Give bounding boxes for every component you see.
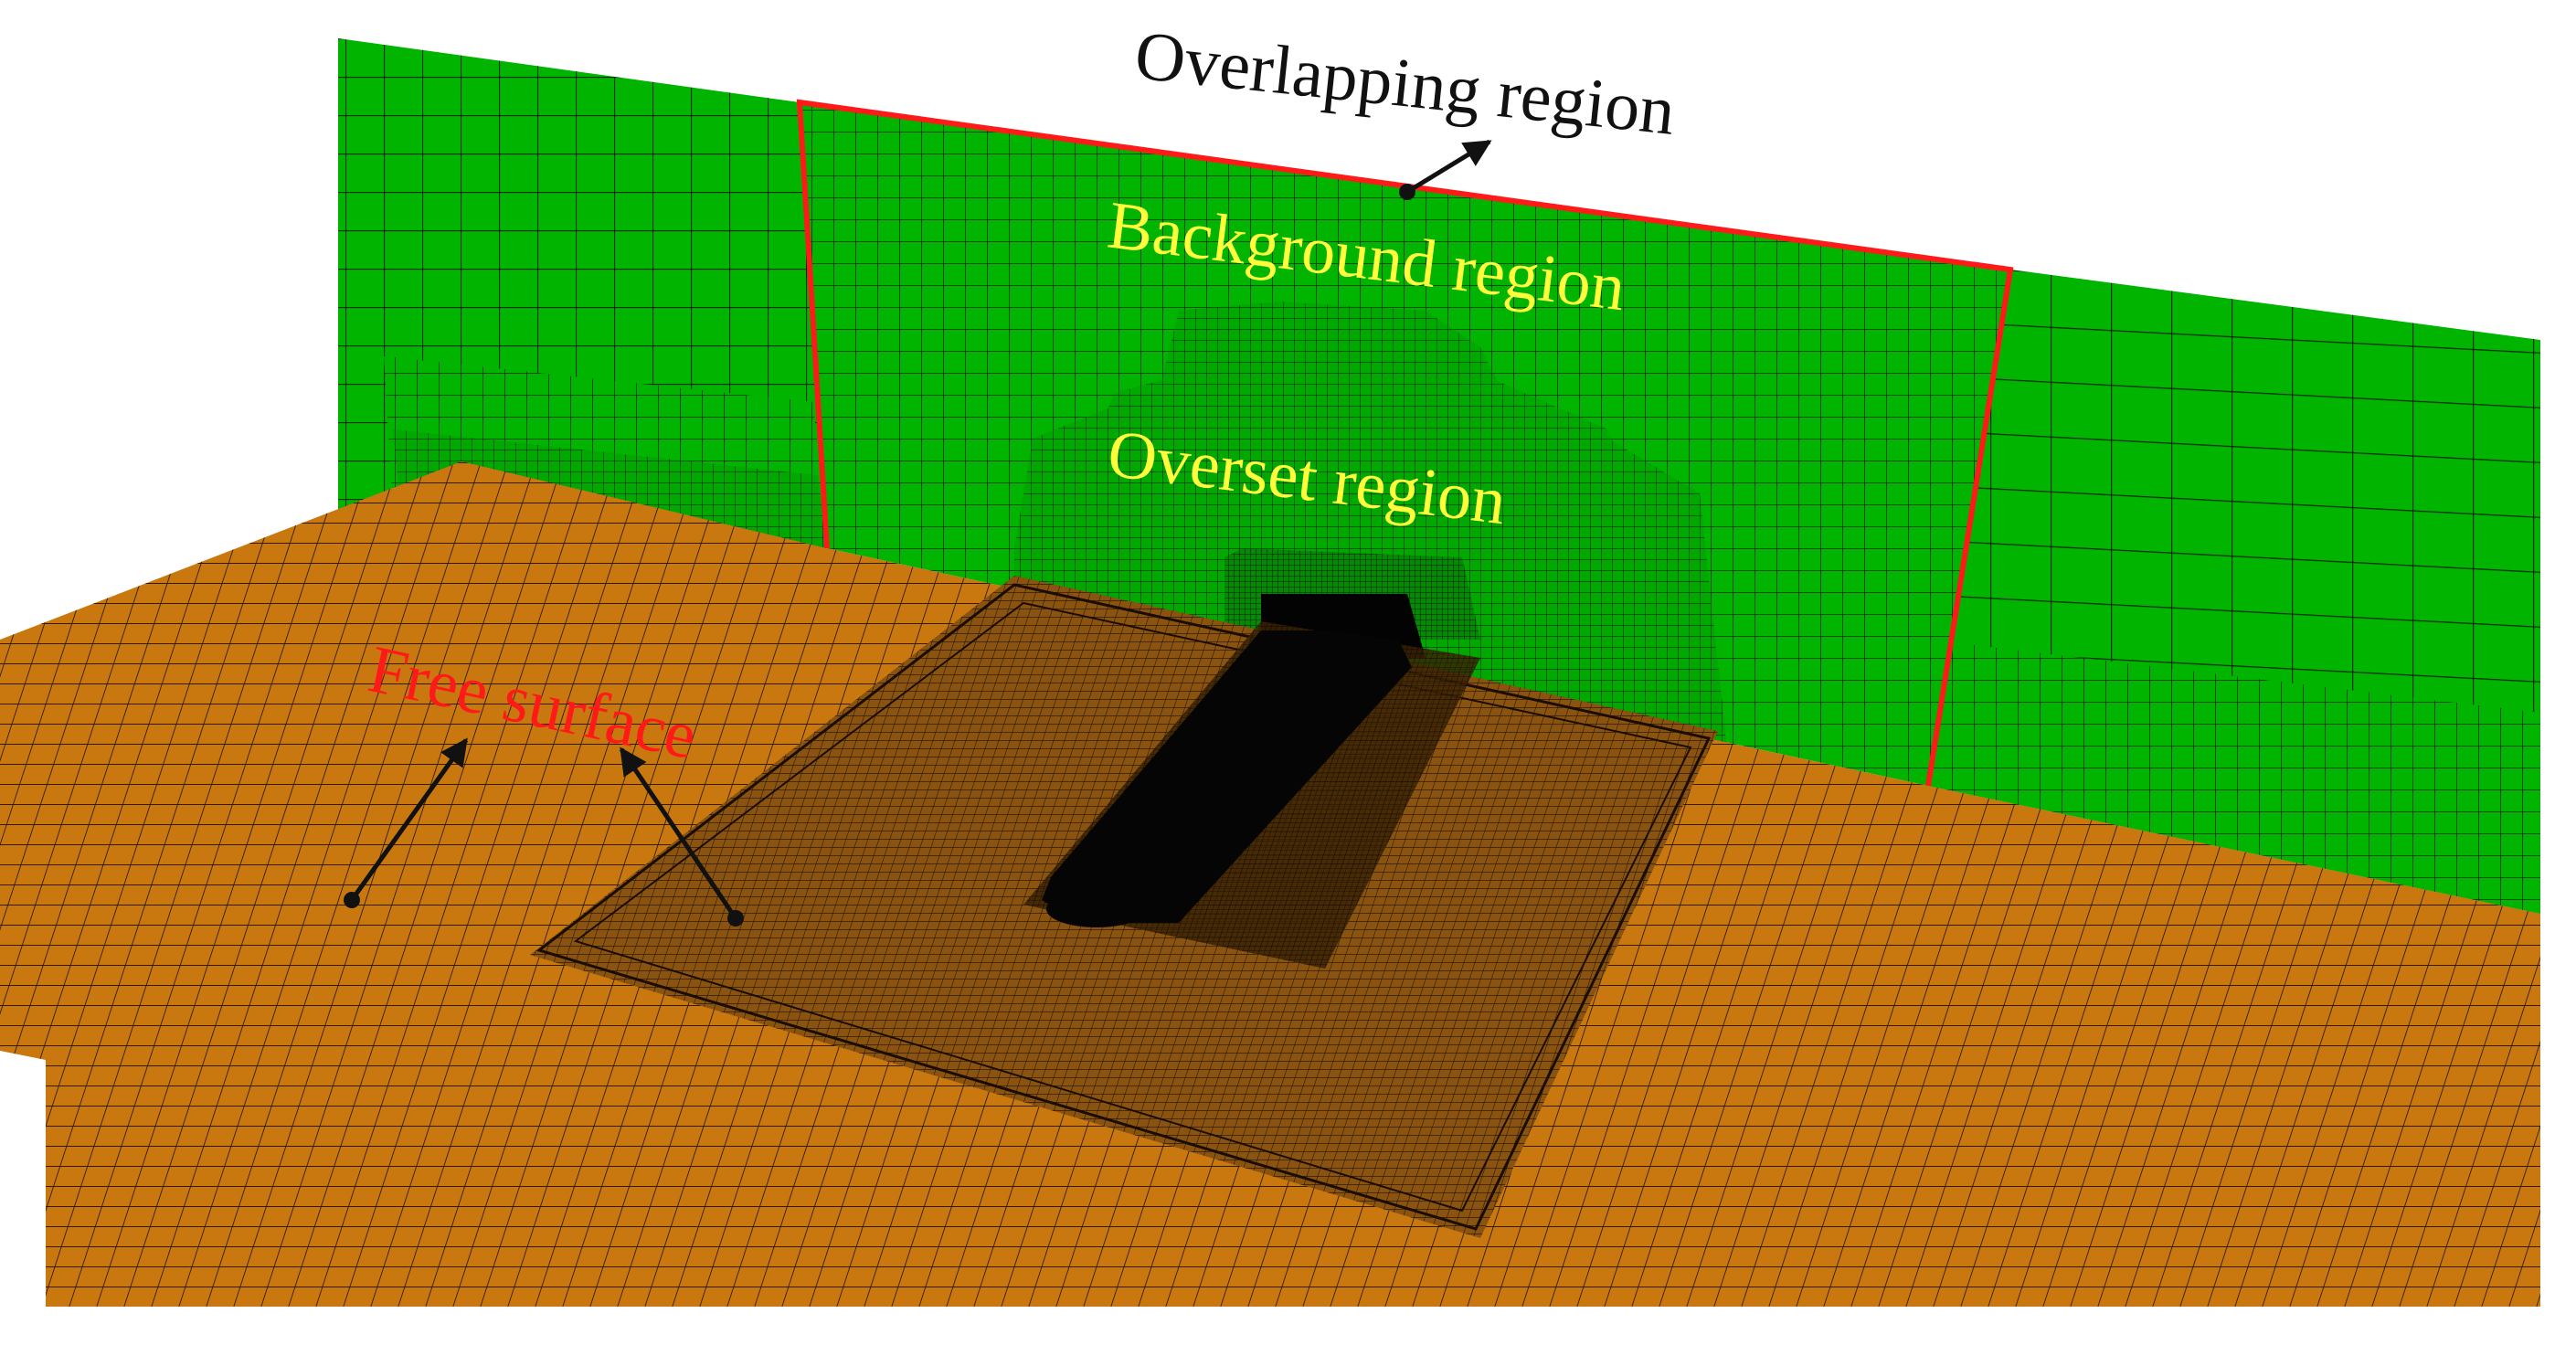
ship-hull bbox=[1042, 630, 1412, 927]
free-surface-arrow-left bbox=[344, 737, 469, 908]
overlapping-arrow bbox=[1399, 139, 1492, 200]
free-surface-arrow-right bbox=[619, 747, 744, 927]
overlapping-region-label: Overlapping region bbox=[1131, 16, 1679, 150]
